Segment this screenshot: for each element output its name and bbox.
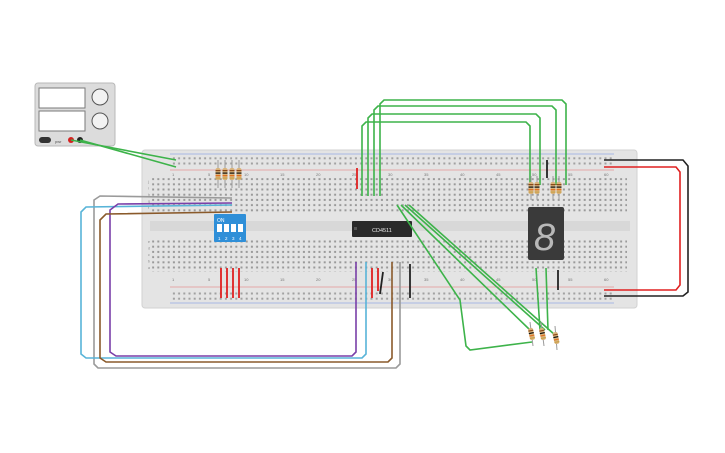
row-letter: c — [148, 253, 150, 257]
resistor[interactable] — [550, 176, 556, 200]
resistor[interactable] — [528, 321, 535, 347]
resistor[interactable] — [528, 176, 534, 200]
row-letter: g — [148, 200, 150, 204]
column-number: 25 — [352, 277, 357, 282]
column-number: 35 — [424, 172, 429, 177]
column-number: 55 — [568, 277, 573, 282]
column-number: 60 — [604, 277, 609, 282]
column-number: 45 — [496, 172, 501, 177]
voltage-knob-icon[interactable] — [91, 88, 109, 106]
black-jumpers — [379, 160, 559, 298]
resistor[interactable] — [236, 160, 242, 188]
column-number: 40 — [460, 172, 465, 177]
column-number: 40 — [460, 277, 465, 282]
column-number: 35 — [424, 277, 429, 282]
column-number: 30 — [388, 277, 393, 282]
column-number: 15 — [280, 172, 285, 177]
power-supply[interactable]: pwr — [34, 82, 116, 147]
column-number: 30 — [388, 172, 393, 177]
resistor[interactable] — [534, 176, 540, 200]
resistor[interactable] — [215, 160, 221, 188]
dip-on-label: ON — [217, 218, 225, 224]
column-number: 45 — [496, 277, 501, 282]
row-letter: h — [148, 193, 150, 197]
resistor-bank-display[interactable] — [528, 176, 562, 351]
power-label: pwr — [55, 139, 62, 144]
row-letter: j — [147, 180, 149, 184]
current-knob-icon[interactable] — [91, 112, 109, 130]
dip-toggle[interactable] — [224, 224, 229, 232]
column-number: 55 — [568, 172, 573, 177]
column-number: 1 — [172, 172, 175, 177]
row-letter: b — [148, 260, 150, 264]
dip-toggle[interactable] — [217, 224, 222, 232]
resistor[interactable] — [229, 160, 235, 188]
dip-position-number: 3 — [232, 236, 235, 241]
resistor[interactable] — [556, 176, 562, 200]
row-letter: i — [148, 187, 149, 191]
column-number: 50 — [532, 172, 537, 177]
column-number: 20 — [316, 172, 321, 177]
power-switch[interactable] — [39, 137, 51, 143]
column-number: 15 — [280, 277, 285, 282]
column-number: 50 — [532, 277, 537, 282]
column-number: 25 — [352, 172, 357, 177]
column-number: 5 — [208, 172, 211, 177]
resistor-bank-top[interactable] — [215, 160, 242, 188]
column-number: 20 — [316, 277, 321, 282]
column-number: 60 — [604, 172, 609, 177]
column-number: 10 — [244, 172, 249, 177]
row-letter: a — [148, 266, 150, 270]
display-digit: 8 — [534, 217, 555, 259]
rail-jumpers — [604, 159, 689, 297]
power-display-current — [38, 110, 86, 132]
dip-position-number: 2 — [225, 236, 228, 241]
power-display-voltage — [38, 87, 86, 109]
input-wires — [80, 195, 401, 369]
dip-position-number: 4 — [239, 236, 242, 241]
column-number: 5 — [208, 277, 211, 282]
dip-toggle[interactable] — [231, 224, 236, 232]
row-letter: d — [148, 247, 150, 251]
cd4511-chip[interactable]: CD4511 — [352, 221, 412, 237]
row-letter: e — [148, 240, 150, 244]
row-letter: f — [148, 206, 149, 210]
column-number: 10 — [244, 277, 249, 282]
chip-label: CD4511 — [372, 228, 392, 234]
seven-segment-display[interactable]: 8 — [528, 207, 564, 260]
column-number: 1 — [172, 277, 175, 282]
red-jumpers — [220, 168, 379, 298]
dip-position-number: 1 — [218, 236, 221, 241]
supply-wires — [70, 139, 177, 168]
segment-wires — [361, 99, 567, 351]
resistor[interactable] — [222, 160, 228, 188]
resistor[interactable] — [552, 325, 560, 351]
resistor[interactable] — [539, 321, 546, 347]
dip-toggle[interactable] — [238, 224, 243, 232]
